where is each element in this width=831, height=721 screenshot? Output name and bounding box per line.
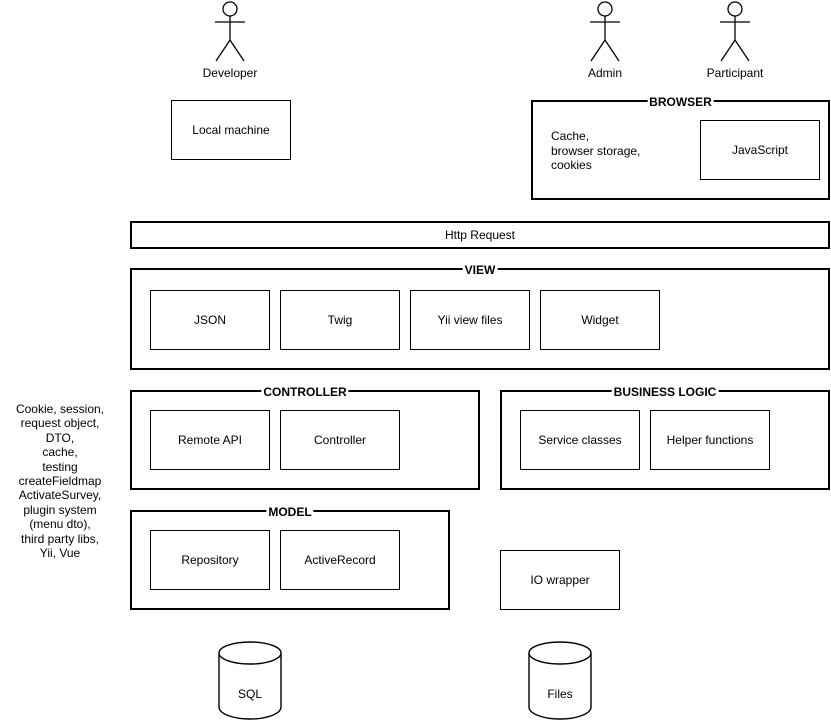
box-io-wrapper: IO wrapper: [500, 550, 620, 610]
group-browser-title: BROWSER: [647, 95, 714, 109]
box-repository-label: Repository: [181, 553, 239, 567]
group-controller-title: CONTROLLER: [261, 385, 349, 399]
box-widget-label: Widget: [581, 313, 619, 327]
group-business-logic-title: BUSINESS LOGIC: [611, 385, 719, 399]
box-active-record: ActiveRecord: [280, 530, 400, 590]
box-javascript: JavaScript: [700, 120, 820, 180]
database-files-label: Files: [547, 687, 573, 701]
box-service-classes: Service classes: [520, 410, 640, 470]
browser-storage-note: Cache, browser storage, cookies: [551, 129, 641, 172]
box-json: JSON: [150, 290, 270, 350]
actor-participant-label: Participant: [706, 66, 764, 80]
bar-http-request: Http Request: [130, 221, 830, 249]
group-view-title: VIEW: [462, 263, 498, 277]
box-remote-api: Remote API: [150, 410, 270, 470]
group-model-title: MODEL: [266, 505, 314, 519]
database-sql-label: SQL: [237, 687, 262, 701]
box-active-record-label: ActiveRecord: [304, 553, 376, 567]
database-sql: SQL: [218, 641, 282, 720]
group-browser: BROWSER Cache, browser storage, cookies …: [531, 95, 830, 200]
box-json-label: JSON: [193, 313, 226, 327]
person-icon: [215, 1, 245, 62]
group-business-logic: BUSINESS LOGIC Service classes Helper fu…: [500, 385, 830, 490]
box-twig-label: Twig: [327, 313, 353, 327]
actor-developer: Developer: [194, 1, 266, 80]
side-note: Cookie, session, request object, DTO, ca…: [15, 402, 105, 561]
actor-admin-label: Admin: [587, 66, 622, 80]
box-local-machine-label: Local machine: [192, 123, 270, 137]
bar-http-request-label: Http Request: [444, 228, 516, 242]
group-controller: CONTROLLER Remote API Controller: [130, 385, 480, 490]
box-helper-functions-label: Helper functions: [666, 433, 754, 447]
group-view: VIEW JSON Twig Yii view files Widget: [130, 263, 830, 370]
box-local-machine: Local machine: [171, 100, 291, 160]
actor-admin: Admin: [569, 1, 641, 80]
database-cylinder-icon: [218, 641, 282, 720]
box-io-wrapper-label: IO wrapper: [530, 573, 590, 587]
box-yii-view-files-label: Yii view files: [437, 313, 503, 327]
box-repository: Repository: [150, 530, 270, 590]
box-helper-functions: Helper functions: [650, 410, 770, 470]
box-remote-api-label: Remote API: [177, 433, 243, 447]
group-model: MODEL Repository ActiveRecord: [130, 505, 450, 610]
box-controller: Controller: [280, 410, 400, 470]
database-cylinder-icon: [528, 641, 592, 720]
actor-developer-label: Developer: [202, 66, 258, 80]
actor-participant: Participant: [699, 1, 771, 80]
box-javascript-label: JavaScript: [731, 143, 789, 157]
box-twig: Twig: [280, 290, 400, 350]
box-controller-label: Controller: [313, 433, 367, 447]
person-icon: [590, 1, 620, 62]
box-widget: Widget: [540, 290, 660, 350]
box-yii-view-files: Yii view files: [410, 290, 530, 350]
person-icon: [720, 1, 750, 62]
database-files: Files: [528, 641, 592, 720]
box-service-classes-label: Service classes: [538, 433, 622, 447]
